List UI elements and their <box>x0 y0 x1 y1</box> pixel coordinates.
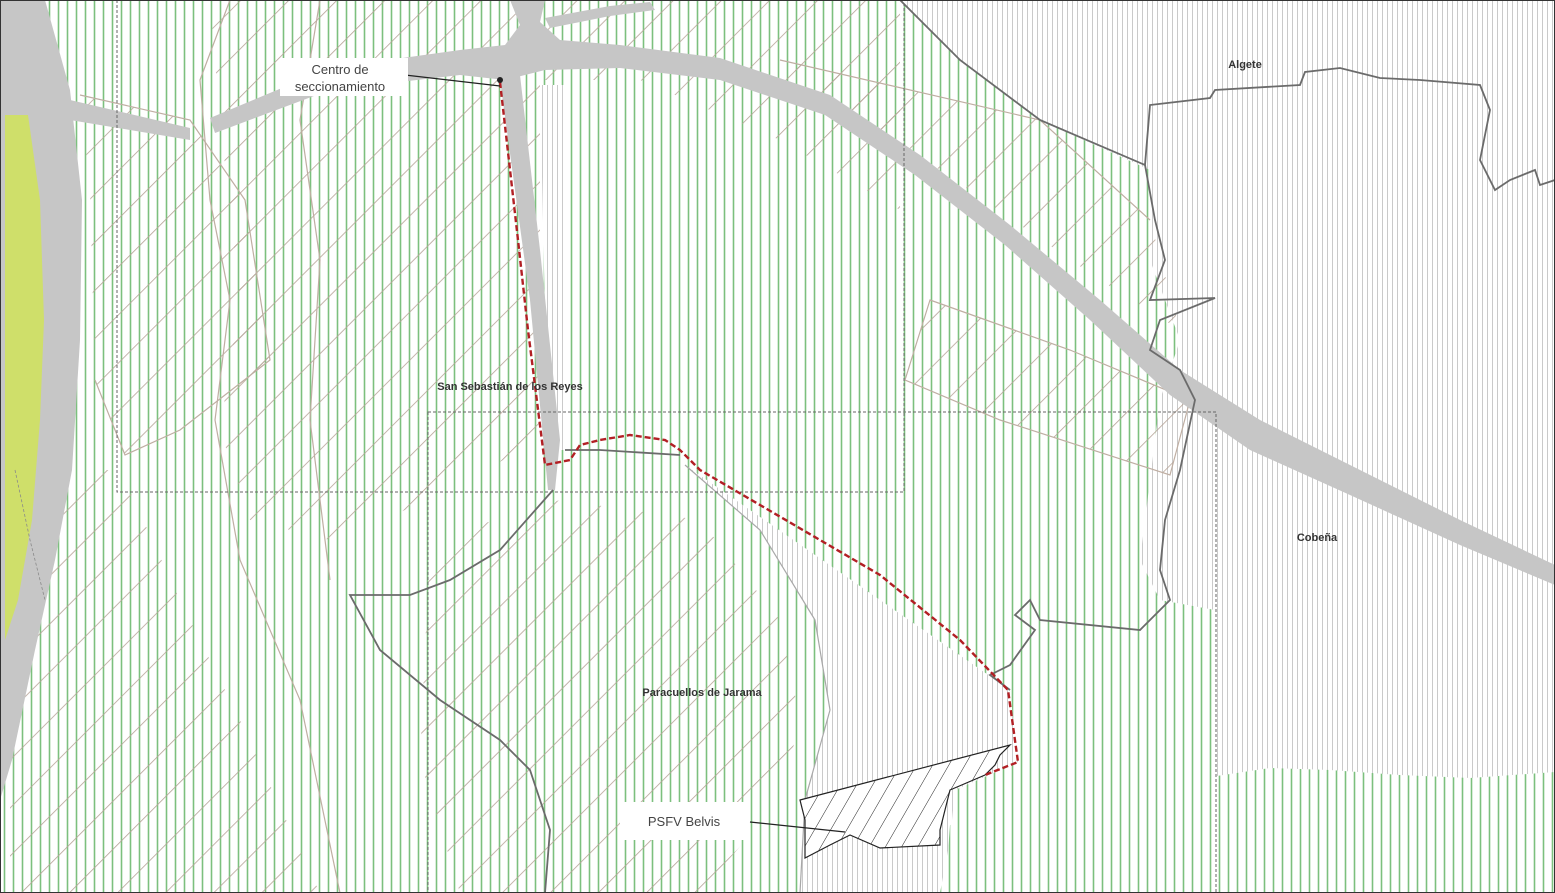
highway-west-segment <box>70 100 190 140</box>
centro-callout-line2: seccionamiento <box>295 79 385 94</box>
cable-route <box>498 81 1020 777</box>
centro-callout-line1: Centro de <box>311 62 368 77</box>
centro-seccionamiento-point <box>497 77 503 83</box>
label-paracuellos: Paracuellos de Jarama <box>642 687 762 699</box>
tan-zone-west-block <box>80 95 270 455</box>
label-cobena: Cobeña <box>1297 532 1338 544</box>
tan-zone-southwest <box>10 470 320 893</box>
centro-callout-box <box>280 58 408 96</box>
grey-zone-east <box>900 0 1555 893</box>
study-frame-south <box>427 411 1217 893</box>
tan-zone-south <box>420 500 800 893</box>
access-road <box>500 75 560 490</box>
river-edge <box>14 469 46 601</box>
river-green-band <box>5 115 44 640</box>
centro-callout-leader <box>404 74 501 87</box>
psfv-callout-box <box>620 802 748 840</box>
psfv-callout-label: PSFV Belvis <box>648 814 721 829</box>
green-zone-south-band <box>945 768 1555 893</box>
tan-zone-centre <box>210 0 540 540</box>
psfv-callout-leader <box>749 821 846 833</box>
label-algete: Algete <box>1228 59 1262 71</box>
label-san-sebastian: San Sebastián de los Reyes <box>437 381 583 393</box>
highway-northeast-spur <box>545 2 655 28</box>
tan-zone-east-band <box>905 300 1190 475</box>
study-frame-north <box>116 0 905 493</box>
psfv-belvis-area <box>799 743 1012 859</box>
highway-north <box>210 0 1555 585</box>
tan-zone-northeast <box>780 60 1180 330</box>
grey-zone-algete-fringe <box>1430 0 1555 60</box>
